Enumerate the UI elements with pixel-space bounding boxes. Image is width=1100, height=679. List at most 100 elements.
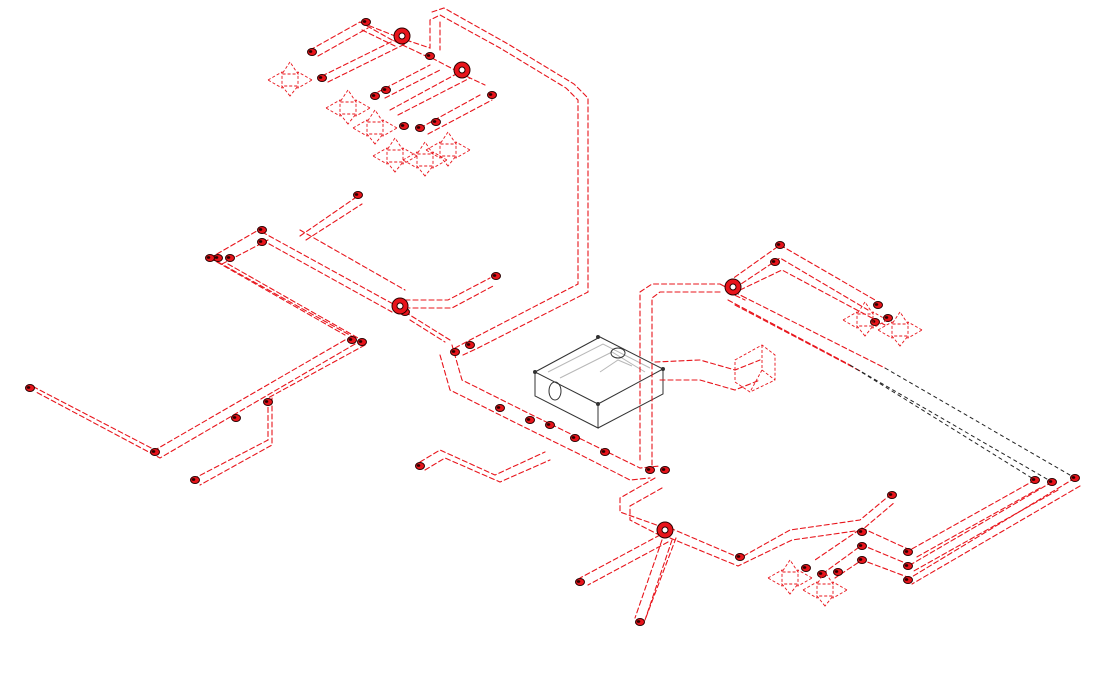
duct-flex-grille	[659, 379, 761, 391]
duct-left-run	[29, 339, 346, 451]
duct-elbow-fitting[interactable]	[600, 448, 610, 456]
duct-tee-junction[interactable]	[391, 297, 409, 315]
duct-elbow-fitting[interactable]	[357, 338, 367, 346]
duct-right-return	[909, 479, 1036, 551]
supply-diffuser[interactable]	[842, 301, 888, 337]
duct-right-parallel	[741, 295, 886, 369]
duct-main-trunk	[431, 7, 589, 356]
supply-diffuser[interactable]	[425, 131, 471, 167]
duct-right-return	[824, 544, 911, 573]
duct-upper-cluster	[321, 39, 396, 77]
duct-branch-right-low	[669, 501, 896, 567]
duct-elbow-fitting[interactable]	[231, 414, 241, 422]
duct-elbow-fitting[interactable]	[431, 118, 441, 126]
duct-upper-cluster	[317, 27, 369, 57]
duct-tee-junction[interactable]	[453, 61, 471, 79]
duct-elbow-fitting[interactable]	[361, 18, 371, 26]
duct-elbow-fitting[interactable]	[903, 562, 913, 570]
duct-elbow-fitting[interactable]	[381, 86, 391, 94]
duct-elbow-fitting[interactable]	[635, 618, 645, 626]
duct-upper-cluster	[389, 71, 461, 111]
duct-elbow-fitting[interactable]	[257, 238, 267, 246]
duct-elbow-fitting[interactable]	[775, 241, 785, 249]
duct-elbow-fitting[interactable]	[645, 466, 655, 474]
duct-elbow-fitting[interactable]	[660, 466, 670, 474]
duct-elbow-fitting[interactable]	[545, 421, 555, 429]
duct-elbow-fitting[interactable]	[570, 434, 580, 442]
duct-elbow-fitting[interactable]	[887, 491, 897, 499]
duct-elbow-fitting[interactable]	[190, 476, 200, 484]
duct-elbow-fitting[interactable]	[857, 528, 867, 536]
duct-drop-a	[579, 534, 661, 579]
duct-elbow-fitting[interactable]	[903, 548, 913, 556]
duct-elbow-fitting[interactable]	[495, 404, 505, 412]
duct-upper-cluster	[359, 21, 431, 59]
duct-elbow-fitting[interactable]	[735, 553, 745, 561]
duct-main-trunk	[429, 14, 579, 349]
duct-right-return	[909, 477, 1076, 579]
duct-elbow-fitting[interactable]	[399, 122, 409, 130]
duct-elbow-fitting[interactable]	[1030, 476, 1040, 484]
duct-upper-cluster	[431, 57, 486, 86]
duct-elbow-fitting[interactable]	[883, 314, 893, 322]
duct-upper-cluster	[384, 69, 441, 99]
duct-elbow-fitting[interactable]	[801, 564, 811, 572]
duct-tee-junction[interactable]	[724, 278, 742, 296]
duct-elbow-fitting[interactable]	[491, 272, 501, 280]
duct-elbow-fitting[interactable]	[857, 556, 867, 564]
duct-elbow-fitting[interactable]	[317, 74, 327, 82]
duct-right-parallel	[727, 244, 876, 301]
supply-diffuser[interactable]	[352, 109, 398, 145]
duct-elbow-fitting[interactable]	[415, 124, 425, 132]
duct-elbow-fitting[interactable]	[525, 416, 535, 424]
duct-elbow-fitting[interactable]	[205, 254, 215, 262]
duct-drop-b	[634, 539, 663, 619]
duct-elbow-fitting[interactable]	[415, 462, 425, 470]
duct-elbow-fitting[interactable]	[873, 301, 883, 309]
duct-elbow-fitting[interactable]	[150, 448, 160, 456]
duct-network	[29, 7, 1081, 621]
duct-upper-single	[305, 203, 363, 241]
duct-elbow-fitting[interactable]	[833, 568, 843, 576]
duct-elbow-fitting[interactable]	[257, 226, 267, 234]
duct-elbow-fitting[interactable]	[857, 542, 867, 550]
duct-elbow-fitting[interactable]	[487, 91, 497, 99]
duct-elbow-fitting[interactable]	[25, 384, 35, 392]
duct-hidden-run	[849, 364, 1036, 481]
duct-tee-junction[interactable]	[393, 27, 411, 45]
duct-right-return	[909, 481, 1053, 566]
duct-upper-branch	[359, 19, 431, 49]
supply-diffuser[interactable]	[802, 571, 848, 607]
duct-right-return	[914, 487, 1041, 559]
duct-elbow-fitting[interactable]	[770, 258, 780, 266]
duct-elbow-fitting[interactable]	[353, 191, 363, 199]
duct-elbow-fitting[interactable]	[263, 398, 273, 406]
air-handling-unit[interactable]	[533, 335, 665, 429]
duct-right-return	[834, 559, 911, 579]
duct-left-parallel	[299, 229, 406, 291]
duct-tee-junction[interactable]	[656, 521, 674, 539]
supply-diffuser[interactable]	[372, 137, 418, 173]
duct-elbow-fitting[interactable]	[465, 341, 475, 349]
duct-elbow-fitting[interactable]	[903, 576, 913, 584]
supply-diffuser[interactable]	[877, 311, 923, 347]
duct-elbow-fitting[interactable]	[425, 52, 435, 60]
duct-riser-right	[639, 283, 721, 461]
duct-left-to-main	[404, 311, 451, 341]
duct-elbow-fitting[interactable]	[225, 254, 235, 262]
duct-elbow-fitting[interactable]	[1070, 474, 1080, 482]
duct-elbow-fitting[interactable]	[347, 336, 357, 344]
duct-elbow-fitting[interactable]	[307, 48, 317, 56]
duct-elbow-fitting[interactable]	[370, 92, 380, 100]
duct-left-parallel	[261, 239, 393, 313]
duct-drop-a	[587, 541, 669, 586]
supply-diffuser[interactable]	[267, 61, 313, 97]
supply-diffuser[interactable]	[325, 89, 371, 125]
grille-terminal[interactable]	[734, 344, 776, 393]
supply-diffuser[interactable]	[402, 141, 448, 177]
duct-elbow-fitting[interactable]	[1047, 478, 1057, 486]
duct-elbow-fitting[interactable]	[575, 578, 585, 586]
duct-elbow-fitting[interactable]	[450, 348, 460, 356]
duct-elbow-fitting[interactable]	[870, 318, 880, 326]
supply-diffuser[interactable]	[767, 559, 813, 595]
